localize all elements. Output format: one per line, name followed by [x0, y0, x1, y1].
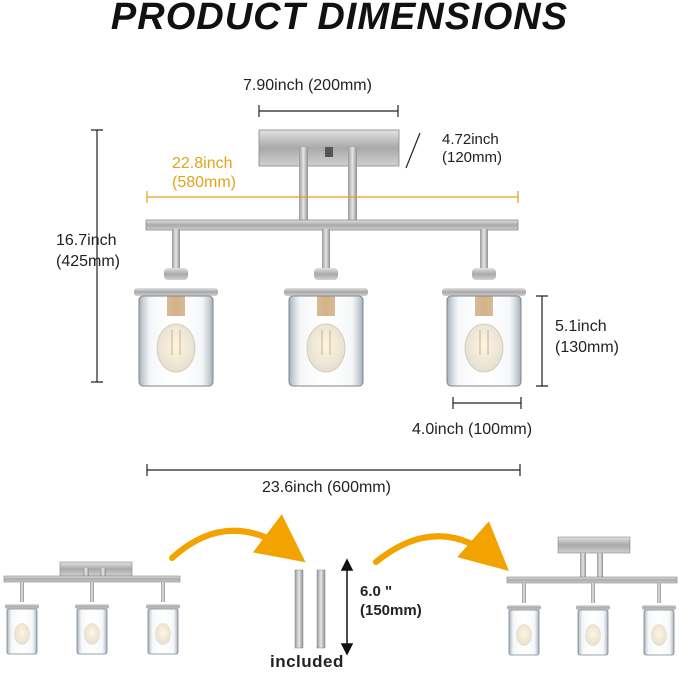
- curved-arrow-left: [169, 514, 306, 563]
- bar-length-line1: 22.8inch: [172, 155, 233, 172]
- canopy-height-label: 4.72inch (120mm): [442, 131, 502, 167]
- shade-height-label: 5.1inch (130mm): [555, 316, 619, 358]
- rod-length-line2: (150mm): [360, 602, 422, 619]
- lamp-right: [442, 229, 526, 387]
- curved-arrow-right: [373, 521, 509, 571]
- mini-fixture-right: [506, 536, 678, 656]
- canopy-width-label: 7.90inch (200mm): [243, 77, 372, 94]
- included-label: included: [270, 652, 344, 671]
- main-fixture: [145, 129, 519, 231]
- total-width-line: [146, 464, 521, 476]
- canopy-height-line: [405, 132, 421, 169]
- rod-length-arrow: [340, 558, 354, 656]
- fixture-bar: [145, 219, 519, 231]
- total-width-label: 23.6inch (600mm): [262, 479, 391, 496]
- lamp-left: [134, 229, 218, 387]
- rod-length-line1: 6.0 ": [360, 583, 393, 600]
- bar-length-line: [146, 191, 519, 203]
- lamp-center: [284, 229, 368, 387]
- mini-fixture-left: [3, 561, 181, 655]
- rod-length-label: 6.0 " (150mm): [360, 582, 422, 620]
- bar-length-line2: (580mm): [172, 174, 237, 191]
- bar-length-label: 22.8inch (580mm): [172, 154, 236, 192]
- dimension-lines: [91, 105, 548, 476]
- total-height-label: 16.7inch (425mm): [56, 230, 120, 272]
- extension-rods: [294, 569, 326, 649]
- stem-right: [348, 147, 357, 221]
- total-height-line2: (425mm): [56, 253, 121, 270]
- shade-height-line2: (130mm): [555, 339, 620, 356]
- canopy-height-line1: 4.72inch: [442, 131, 499, 148]
- canopy-screw: [325, 147, 333, 157]
- shade-width-line: [452, 397, 522, 409]
- shade-height-line1: 5.1inch: [555, 318, 607, 335]
- shade-width-label: 4.0inch (100mm): [412, 421, 533, 438]
- stem-left: [299, 147, 308, 221]
- shade-height-line: [536, 295, 548, 387]
- canopy-width-line: [258, 105, 399, 117]
- canopy-height-line2: (120mm): [442, 149, 503, 166]
- total-height-line: [91, 129, 103, 383]
- total-height-line1: 16.7inch: [56, 232, 117, 249]
- page-title: PRODUCT DIMENSIONS: [110, 0, 569, 38]
